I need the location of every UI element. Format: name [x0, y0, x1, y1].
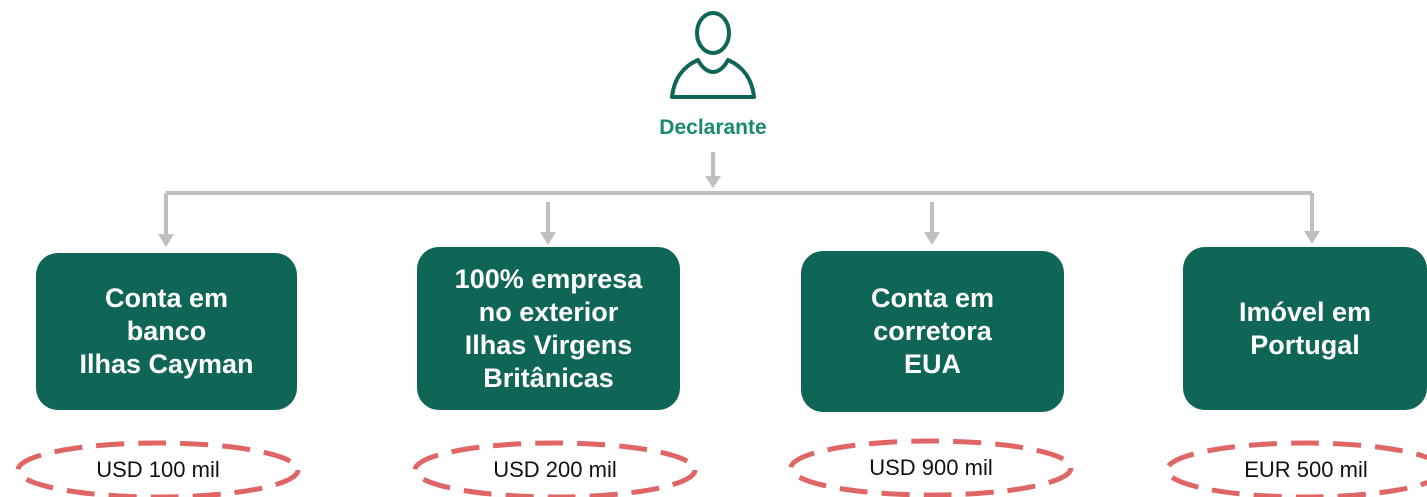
asset-line: Imóvel em: [1238, 296, 1372, 327]
arrowhead: [158, 234, 174, 247]
value-ellipse: [1164, 440, 1427, 497]
asset-box-portugal-property: Imóvel em Portugal: [1183, 247, 1427, 410]
asset-line: banco: [126, 316, 207, 346]
asset-line: EUA: [903, 349, 961, 379]
value-highlights: [15, 438, 1427, 497]
value-ellipse: [412, 440, 698, 497]
asset-value: USD 100 mil: [96, 457, 220, 482]
arrowhead: [705, 176, 721, 188]
value-ellipse: [788, 438, 1074, 497]
person-icon: [670, 11, 756, 99]
asset-value: USD 200 mil: [493, 457, 617, 482]
asset-box-bvi-company: 100% empresa no exterior Ilhas Virgens B…: [417, 247, 680, 410]
arrowhead: [924, 232, 940, 245]
asset-line: Ilhas Cayman: [79, 349, 254, 379]
asset-line: Ilhas Virgens: [464, 329, 633, 360]
connector-arrowheads: [158, 176, 1320, 247]
asset-line: Conta em: [870, 283, 995, 313]
asset-line: corretora: [873, 316, 992, 346]
arrowhead: [1304, 231, 1320, 244]
asset-line: no exterior: [478, 296, 619, 327]
asset-line: 100% empresa: [454, 263, 643, 294]
asset-box-cayman-bank: Conta em banco Ilhas Cayman: [36, 253, 297, 410]
asset-line: Conta em: [104, 283, 228, 313]
asset-line: Britânicas: [483, 362, 614, 393]
asset-value: EUR 500 mil: [1244, 457, 1368, 482]
declarant-label: Declarante: [659, 116, 767, 139]
value-ellipse: [15, 440, 301, 497]
asset-value: USD 900 mil: [869, 455, 993, 480]
connector-lines: [164, 152, 1314, 235]
arrowhead: [540, 232, 556, 245]
asset-line: Portugal: [1250, 329, 1360, 360]
asset-box-us-brokerage: Conta em corretora EUA: [801, 251, 1064, 412]
